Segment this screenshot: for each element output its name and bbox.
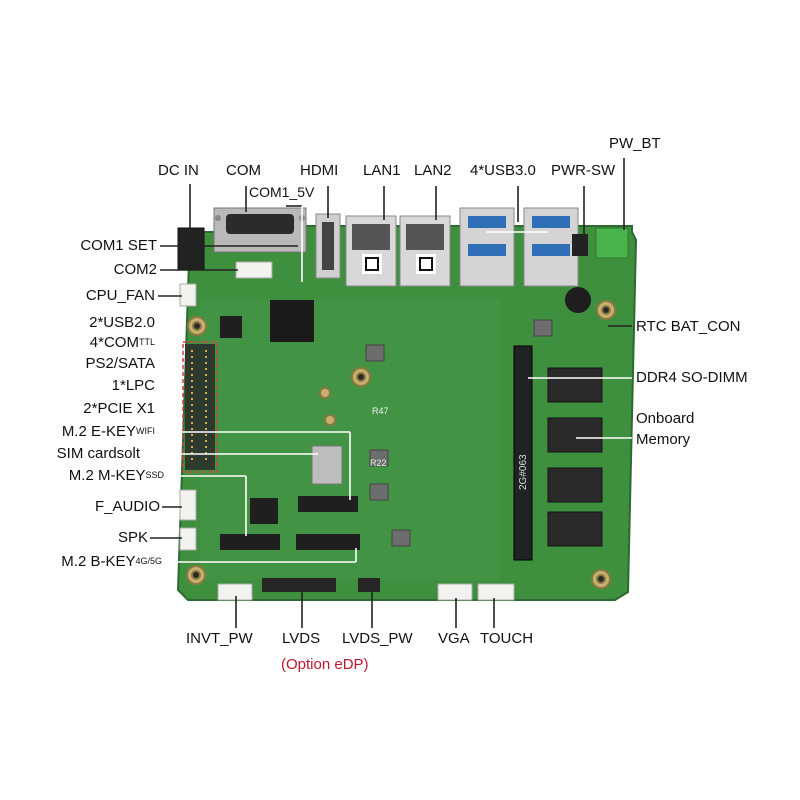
com2-connector bbox=[235, 261, 273, 279]
label-m2-ekey-sup: WIFI bbox=[136, 426, 155, 436]
f-audio-connector bbox=[179, 489, 197, 521]
label-pw-bt: PW_BT bbox=[609, 135, 661, 152]
sim-slot bbox=[311, 445, 343, 485]
label-lvds-pw: LVDS_PW bbox=[342, 630, 413, 647]
usb30-ports bbox=[459, 207, 579, 287]
m2-e-key-slot bbox=[298, 496, 358, 512]
label-vga: VGA bbox=[438, 630, 470, 647]
onboard-memory-chips bbox=[547, 367, 603, 547]
label-m2-bkey-text: M.2 B-KEY bbox=[61, 553, 136, 570]
label-com1-set: COM1 SET bbox=[80, 237, 157, 254]
cpu-chip bbox=[270, 300, 314, 342]
cpu-fan-connector bbox=[179, 283, 197, 307]
label-m2-mkey-text: M.2 M-KEY bbox=[68, 467, 146, 484]
label-pwr-sw: PWR-SW bbox=[551, 162, 616, 179]
touch-connector bbox=[477, 583, 515, 601]
label-dc-in: DC IN bbox=[158, 162, 199, 179]
label-usb20: 2*USB2.0 bbox=[89, 314, 155, 331]
label-m2-ekey-text: M.2 E-KEY bbox=[61, 423, 136, 440]
label-m2-mkey: M.2 M-KEYSSD bbox=[69, 467, 164, 485]
dc-in-jack bbox=[177, 227, 205, 271]
callout-lines bbox=[142, 158, 632, 628]
lan-ports bbox=[345, 215, 451, 287]
label-usb30: 4*USB3.0 bbox=[470, 162, 536, 179]
chip-small-2 bbox=[250, 498, 278, 524]
label-onboard: Onboard bbox=[636, 410, 695, 427]
pcb-text-r22: R22 bbox=[370, 458, 387, 468]
spk-connector bbox=[179, 527, 197, 551]
label-touch: TOUCH bbox=[480, 630, 534, 647]
label-memory: Memory bbox=[636, 431, 691, 448]
label-lvds: LVDS bbox=[282, 630, 321, 647]
label-invt-pw: INVT_PW bbox=[186, 630, 253, 647]
label-hdmi: HDMI bbox=[300, 162, 339, 179]
label-com-ttl: 4*COMTTL bbox=[90, 334, 155, 352]
label-option-edp: (Option eDP) bbox=[281, 656, 369, 673]
label-com-ttl-sup: TTL bbox=[138, 337, 155, 347]
label-com: COM bbox=[226, 162, 261, 179]
label-ps2-sata: PS2/SATA bbox=[85, 355, 155, 372]
label-m2-ekey: M.2 E-KEYWIFI bbox=[62, 423, 155, 441]
label-sim: SIM cardsolt bbox=[56, 445, 140, 462]
label-com-ttl-text: 4*COM bbox=[89, 334, 139, 351]
label-rtc: RTC BAT_CON bbox=[636, 318, 741, 335]
label-pcie: 2*PCIE X1 bbox=[83, 400, 155, 417]
label-m2-mkey-sup: SSD bbox=[145, 470, 164, 480]
pwr-sw-header bbox=[572, 234, 588, 256]
lvds-header bbox=[262, 578, 336, 592]
label-ddr4: DDR4 SO-DIMM bbox=[636, 369, 748, 386]
label-com2: COM2 bbox=[113, 261, 157, 278]
label-m2-bkey: M.2 B-KEY4G/5G bbox=[61, 553, 162, 571]
left-header-pins bbox=[191, 350, 207, 464]
label-f-audio: F_AUDIO bbox=[94, 498, 160, 515]
label-lan1: LAN1 bbox=[363, 162, 401, 179]
left-header-block bbox=[185, 344, 215, 470]
invt-pw-connector bbox=[217, 583, 253, 601]
m2-m-key-slot bbox=[220, 534, 280, 550]
m2-b-key-slot bbox=[296, 534, 360, 550]
so-dimm-slot bbox=[513, 345, 533, 561]
inductors bbox=[365, 319, 553, 547]
label-m2-bkey-sup: 4G/5G bbox=[135, 556, 162, 566]
mounting-holes bbox=[186, 300, 616, 589]
chip-small-1 bbox=[220, 316, 242, 338]
buzzer bbox=[565, 287, 591, 313]
label-cpu-fan: CPU_FAN bbox=[85, 287, 155, 304]
label-spk: SPK bbox=[117, 529, 148, 546]
pw-bt-terminal bbox=[595, 227, 629, 259]
lvds-pw-header bbox=[358, 578, 380, 592]
vga-connector bbox=[437, 583, 473, 601]
label-lpc: 1*LPC bbox=[111, 377, 155, 394]
left-header-outline bbox=[182, 341, 218, 473]
pcb-text-r47: R47 bbox=[372, 406, 389, 416]
pcb-text-dimm: 2G#063 bbox=[518, 454, 529, 490]
label-lan2: LAN2 bbox=[414, 162, 452, 179]
label-com1-5v: COM1_5V bbox=[249, 184, 315, 200]
